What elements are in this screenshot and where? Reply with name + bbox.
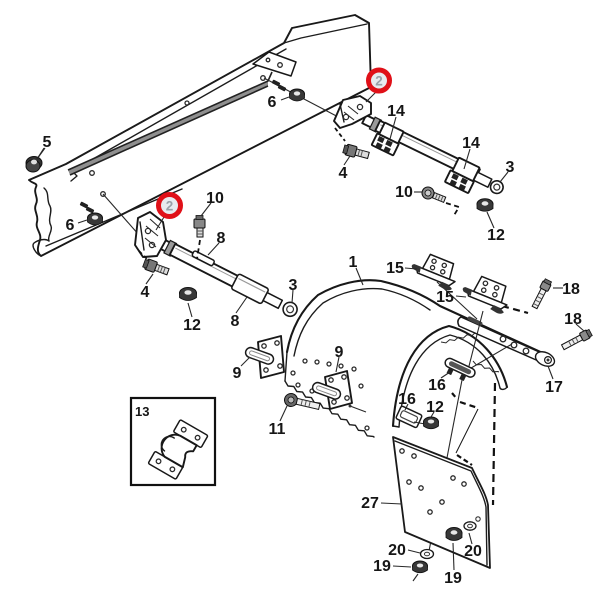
svg-text:4: 4 [339, 165, 348, 182]
svg-text:20: 20 [388, 542, 406, 559]
svg-text:12: 12 [487, 227, 505, 244]
svg-text:8: 8 [217, 230, 226, 247]
svg-text:3: 3 [506, 159, 515, 176]
svg-text:19: 19 [373, 558, 391, 575]
svg-text:9: 9 [335, 344, 344, 361]
svg-text:6: 6 [268, 94, 277, 111]
svg-text:20: 20 [464, 543, 482, 560]
svg-text:13: 13 [135, 404, 149, 419]
svg-text:5: 5 [43, 134, 52, 151]
svg-text:4: 4 [141, 284, 150, 301]
svg-text:16: 16 [398, 391, 416, 408]
svg-text:19: 19 [444, 570, 462, 587]
svg-text:8: 8 [231, 313, 240, 330]
svg-text:11: 11 [269, 421, 286, 438]
svg-text:3: 3 [289, 277, 298, 294]
svg-text:14: 14 [387, 103, 405, 120]
svg-text:18: 18 [564, 311, 582, 328]
svg-text:17: 17 [545, 379, 563, 396]
svg-text:1: 1 [349, 254, 358, 271]
svg-text:15: 15 [436, 289, 454, 306]
svg-text:9: 9 [233, 365, 242, 382]
svg-text:12: 12 [183, 317, 201, 334]
svg-text:10: 10 [395, 184, 413, 201]
svg-text:2: 2 [166, 199, 174, 214]
svg-text:15: 15 [386, 260, 404, 277]
svg-text:12: 12 [426, 399, 444, 416]
svg-text:27: 27 [361, 495, 379, 512]
svg-text:6: 6 [66, 217, 75, 234]
svg-text:2: 2 [375, 74, 383, 89]
svg-text:14: 14 [462, 135, 480, 152]
svg-text:18: 18 [562, 281, 580, 298]
svg-text:16: 16 [428, 377, 446, 394]
svg-text:10: 10 [206, 190, 224, 207]
